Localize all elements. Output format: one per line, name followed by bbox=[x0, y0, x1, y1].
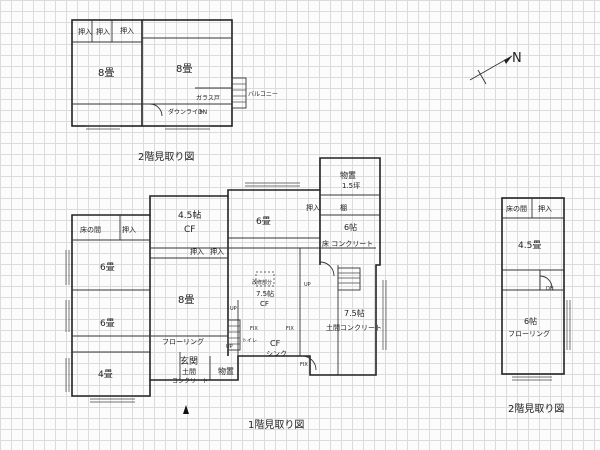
right-room-45: 4.5畳 bbox=[518, 240, 541, 251]
right-room-6-type: フローリング bbox=[508, 329, 550, 338]
room-45: 4.5帖 bbox=[178, 209, 201, 221]
storage-top: 物置 bbox=[340, 170, 356, 180]
fix-2: FIX bbox=[286, 326, 294, 332]
right-room-6-size: 6帖 bbox=[524, 316, 537, 326]
up-3: UP bbox=[226, 344, 233, 350]
fix-1: FIX bbox=[250, 326, 258, 332]
right-outline bbox=[501, 197, 565, 375]
room-8: 8畳 bbox=[178, 294, 194, 306]
first-floor-outline bbox=[71, 157, 381, 397]
sink: シンク bbox=[266, 350, 287, 358]
right-tokonoma: 床の間 bbox=[506, 204, 527, 213]
room-45-cf: CF bbox=[184, 225, 195, 235]
entrance: 玄関 bbox=[180, 355, 198, 367]
closet-mid-2: 押入 bbox=[210, 247, 224, 256]
earth-floor-concrete: 床 コンクリート bbox=[322, 239, 373, 248]
upper-left-outline bbox=[71, 19, 233, 127]
stair-left bbox=[227, 319, 241, 351]
north-label: N bbox=[512, 51, 522, 66]
entrance-floor: 土間 bbox=[182, 367, 196, 376]
closet-mid-1: 押入 bbox=[190, 247, 204, 256]
up-1: UP bbox=[304, 282, 311, 288]
up-2: UP bbox=[230, 306, 237, 312]
balcony-rail bbox=[231, 77, 247, 109]
room-tokonoma: 床の間 bbox=[80, 225, 101, 234]
right-dn: DN bbox=[546, 286, 554, 292]
stair-main bbox=[337, 267, 361, 291]
right-plan: 床の間 押入 4.5畳 DN 6帖 フローリング 2階見取り図 bbox=[501, 197, 571, 415]
upper-room-left: 8畳 bbox=[98, 67, 114, 79]
closet-top: 押入 bbox=[306, 203, 320, 212]
renovated-mark bbox=[255, 271, 275, 287]
room-6-right: 6帖 bbox=[344, 222, 357, 232]
upper-floor-note: ダウンライト bbox=[168, 108, 204, 116]
storage-bottom: 物置 bbox=[218, 366, 234, 376]
flooring: フローリング bbox=[162, 337, 204, 346]
dining-cf: CF bbox=[270, 339, 281, 348]
upper-balcony: バルコニー bbox=[248, 91, 278, 98]
doma-size: 7.5帖 bbox=[344, 308, 365, 318]
upper-closet-2: 押入 bbox=[96, 27, 110, 36]
entrance-arrow bbox=[183, 405, 189, 414]
kitchen-cf: CF bbox=[260, 300, 269, 308]
upper-glass-door: ガラス戸 bbox=[196, 94, 220, 102]
storage-top-size: 1.5坪 bbox=[342, 182, 360, 190]
upper-closet-3: 押入 bbox=[120, 26, 134, 35]
right-closet: 押入 bbox=[538, 204, 552, 213]
kitchen-note: 改修部分 bbox=[252, 279, 272, 286]
first-floor-caption: 1階見取り図 bbox=[248, 419, 304, 431]
upper-left-caption: 2階見取り図 bbox=[138, 151, 194, 163]
shelf-top: 棚 bbox=[340, 203, 347, 212]
upper-room-right: 8畳 bbox=[176, 63, 192, 75]
room-6-left-1: 6畳 bbox=[100, 262, 115, 273]
room-6-top: 6畳 bbox=[256, 216, 271, 227]
upper-left-plan: 押入 押入 押入 8畳 8畳 ガラス戸 ダウンライト DN バルコニー 2階見取… bbox=[71, 19, 278, 163]
fix-3: FIX bbox=[300, 362, 308, 368]
upper-closet-1: 押入 bbox=[78, 27, 92, 36]
toilet: トイレ bbox=[242, 338, 257, 344]
north-arrow: N bbox=[469, 51, 522, 85]
right-caption: 2階見取り図 bbox=[508, 403, 564, 415]
room-4: 4畳 bbox=[98, 369, 113, 380]
closet-left: 押入 bbox=[122, 225, 136, 234]
doma-label: 土間コンクリート bbox=[326, 323, 382, 332]
upper-dn: DN bbox=[198, 109, 207, 116]
entrance-concrete: コンクリート bbox=[172, 378, 208, 385]
first-floor-plan: 物置 1.5坪 押入 棚 6帖 床 コンクリート 床の間 押入 4.5帖 CF … bbox=[65, 157, 387, 431]
room-6-left-2: 6畳 bbox=[100, 318, 115, 329]
kitchen-size: 7.5帖 bbox=[256, 289, 274, 298]
